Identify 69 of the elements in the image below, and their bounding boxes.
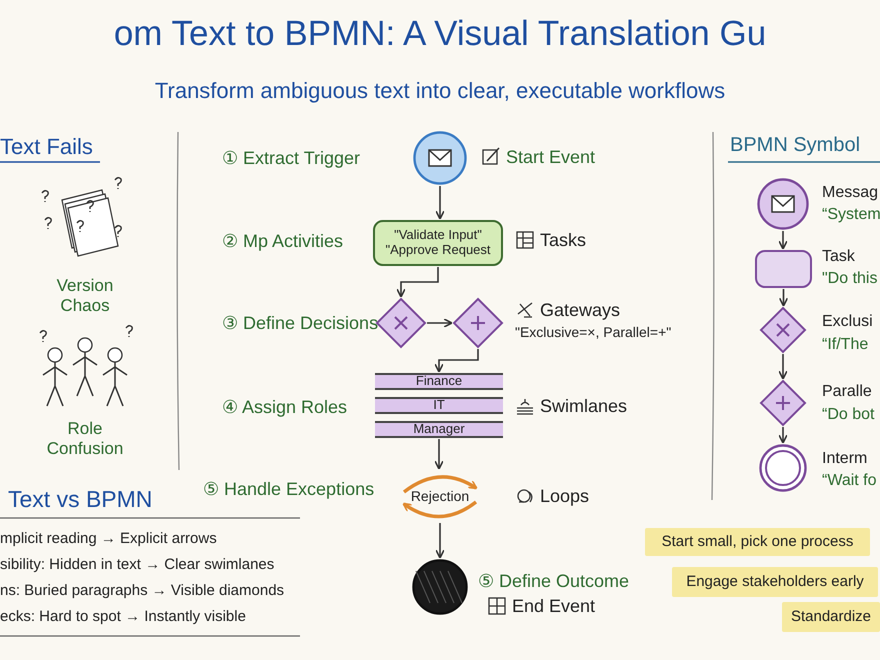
arrow [435, 523, 445, 559]
step-label: ⑤ Handle Exceptions [203, 478, 374, 500]
symbol-example: “System [822, 206, 880, 224]
section-heading: Text Fails [0, 134, 93, 160]
caption: Role Confusion [46, 419, 124, 459]
symbol-label: Tasks [540, 230, 586, 251]
symbol-example: “Do bot [822, 406, 874, 424]
note-text: Engage stakeholders early [686, 573, 864, 591]
swimlane-band [375, 421, 503, 438]
arrow [778, 289, 788, 307]
arrow [434, 349, 479, 373]
step-label: ② Mp Activities [222, 230, 344, 252]
symbol-name: Messag [822, 184, 878, 202]
node-text: Finance [416, 374, 462, 389]
symbol-name: Paralle [822, 383, 872, 401]
title: om Text to BPMN: A Visual Translation Gu [112, 14, 768, 54]
swimlane-band [375, 397, 503, 414]
step-label: ③ Define Decisions [222, 312, 378, 334]
symbol-label: Loops [540, 486, 590, 507]
message-event-circle [757, 178, 809, 230]
node-text: Rejection [410, 488, 470, 504]
symbol-example: “Wait fo [822, 472, 877, 490]
arrow [778, 427, 788, 444]
symbol-label: End Event [512, 596, 596, 617]
end-event-circle [412, 559, 468, 615]
example-text: "Exclusive=×, Parallel=+" [515, 324, 672, 340]
comparison-row: ecks: Hard to spot → Instantly visible [0, 608, 246, 625]
note-text: Start small, pick one process [662, 533, 854, 551]
note-text: Standardize [790, 608, 872, 626]
section-heading: Text vs BPMN [8, 486, 152, 513]
comparison-row: mplicit reading → Explicit arrows [0, 530, 217, 547]
arrow [778, 354, 788, 380]
start-event-circle [413, 131, 467, 185]
node-text: "Validate Input" [394, 228, 482, 243]
step-label: ① Extract Trigger [222, 147, 360, 169]
node-text: "Approve Request [385, 243, 491, 258]
task-symbol [755, 250, 812, 288]
gateway-diamond [376, 298, 426, 348]
gateway-diamond [760, 380, 806, 426]
sticky-note [645, 528, 870, 556]
symbol-example: “If/The [822, 336, 868, 354]
node-text: Manager [413, 422, 465, 437]
caption: Version Chaos [56, 276, 114, 316]
section-heading: BPMN Symbol [730, 134, 860, 157]
symbol-name: Interm [822, 450, 868, 468]
arrow [427, 318, 453, 328]
gateway-diamond [453, 298, 503, 348]
symbol-label: Start Event [506, 147, 596, 168]
symbol-label: Gateways [540, 300, 620, 321]
intermediate-event-circle [759, 444, 807, 492]
task-box [373, 220, 503, 266]
step-label: ⑤ Define Outcome [478, 570, 630, 592]
step-label: ④ Assign Roles [222, 396, 348, 418]
sticky-note [672, 567, 878, 597]
arrow [434, 439, 444, 470]
subtitle: Transform ambiguous text into clear, executable workflows [154, 78, 726, 104]
sticky-note [782, 602, 880, 632]
comparison-row: sibility: Hidden in text → Clear swimlanes [0, 556, 274, 573]
arrow [435, 186, 445, 220]
symbol-name: Task [822, 248, 855, 266]
gateway-diamond [760, 307, 806, 353]
symbol-label: Swimlanes [540, 396, 628, 417]
arrow [778, 231, 788, 250]
arrow [396, 267, 439, 298]
node-text: IT [433, 398, 445, 413]
swimlane-band [375, 373, 503, 390]
symbol-name: Exclusi [822, 313, 873, 331]
symbol-example: "Do this [822, 270, 878, 288]
comparison-row: ns: Buried paragraphs → Visible diamonds [0, 582, 284, 599]
